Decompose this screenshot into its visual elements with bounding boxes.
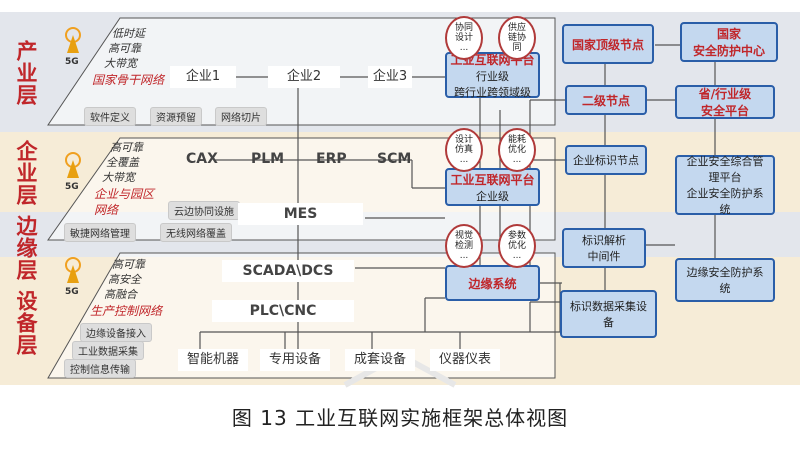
signal-5g-icon: 5G [60,25,90,67]
app-circle-param: 参数优化... [498,224,536,268]
layer-label-device: 设备层 [14,290,38,356]
provincial-security-platform: 省/行业级 安全平台 [675,85,775,119]
app-circle-supply-chain: 供应链协同 [498,16,536,60]
industry-feature: 大带宽 [104,57,137,70]
scada-node: SCADA\DCS [222,260,354,282]
industrial-platform-enterprise: 工业互联网平台 企业级 [445,168,540,206]
layer-label-enterprise: 企业层 [14,140,38,206]
industry-chip: 资源预留 [150,107,202,126]
svg-text:5G: 5G [65,287,79,295]
svg-text:5G: 5G [65,182,79,190]
equipment-node: 仪器仪表 [430,349,500,371]
industrial-platform-industry: 工业互联网平台 行业级 跨行业跨领域级 [445,52,540,99]
layer-label-industry: 产业层 [14,40,38,106]
industry-feature: 低时延 [112,27,145,40]
enterprise-feature: 全覆盖 [106,156,139,169]
enterprise-chip: 云边协同设施 [168,201,240,220]
identity-middleware: 标识解析 中间件 [562,228,646,268]
system-cax: CAX [186,151,218,167]
plc-node: PLC\CNC [212,300,354,322]
enterprise-feature: 大带宽 [102,171,135,184]
enterprise-feature: 高可靠 [110,141,143,154]
device-chip: 工业数据采集 [72,341,144,360]
enterprise-node: 企业2 [268,66,340,88]
device-feature: 高可靠 [112,258,145,271]
enterprise-chip: 无线网络覆盖 [160,223,232,242]
device-feature: 高安全 [108,273,141,286]
industry-feature: 高可靠 [108,42,141,55]
signal-5g-icon: 5G [60,150,90,192]
enterprise-node: 企业1 [170,66,236,88]
figure-caption: 图 13 工业互联网实施框架总体视图 [231,406,569,430]
app-circle-sim-design: 设计仿真... [445,128,483,172]
system-plm: PLM [251,151,285,167]
enterprise-chip: 敏捷网络管理 [64,223,136,242]
national-security-center: 国家 安全防护中心 [680,22,778,62]
enterprise-security-system: 企业安全综合管 理平台 企业安全防护系 统 [675,155,775,216]
equipment-node: 智能机器 [178,349,248,371]
industry-network-label: 国家骨干网络 [92,73,165,87]
enterprise-identity-node: 企业标识节点 [565,145,647,175]
system-erp: ERP [316,151,347,167]
app-circle-vision: 视觉检测... [445,224,483,268]
equipment-node: 成套设备 [345,349,415,371]
industry-chip: 软件定义 [84,107,136,126]
app-circle-energy: 能耗优化... [498,128,536,172]
svg-text:5G: 5G [65,57,79,65]
device-chip: 控制信息传输 [64,359,136,378]
identity-data-collector: 标识数据采集设 备 [560,290,657,338]
layer-label-edge: 边缘层 [14,215,38,281]
enterprise-node: 企业3 [368,66,412,88]
industry-chip: 网络切片 [215,107,267,126]
signal-5g-icon: 5G [60,255,90,297]
device-chip: 边缘设备接入 [80,323,152,342]
mes-node: MES [238,203,363,225]
equipment-node: 专用设备 [260,349,330,371]
system-scm: SCM [377,151,412,167]
secondary-node: 二级节点 [565,85,647,115]
device-feature: 高融合 [104,288,137,301]
edge-system: 边缘系统 [445,265,540,301]
enterprise-network-label: 企业与园区网络 [94,187,155,217]
device-network-label: 生产控制网络 [90,304,163,318]
national-top-node: 国家顶级节点 [562,24,654,64]
app-circle-collab-design: 协同设计... [445,16,483,60]
edge-security-system: 边缘安全防护系 统 [675,258,775,302]
